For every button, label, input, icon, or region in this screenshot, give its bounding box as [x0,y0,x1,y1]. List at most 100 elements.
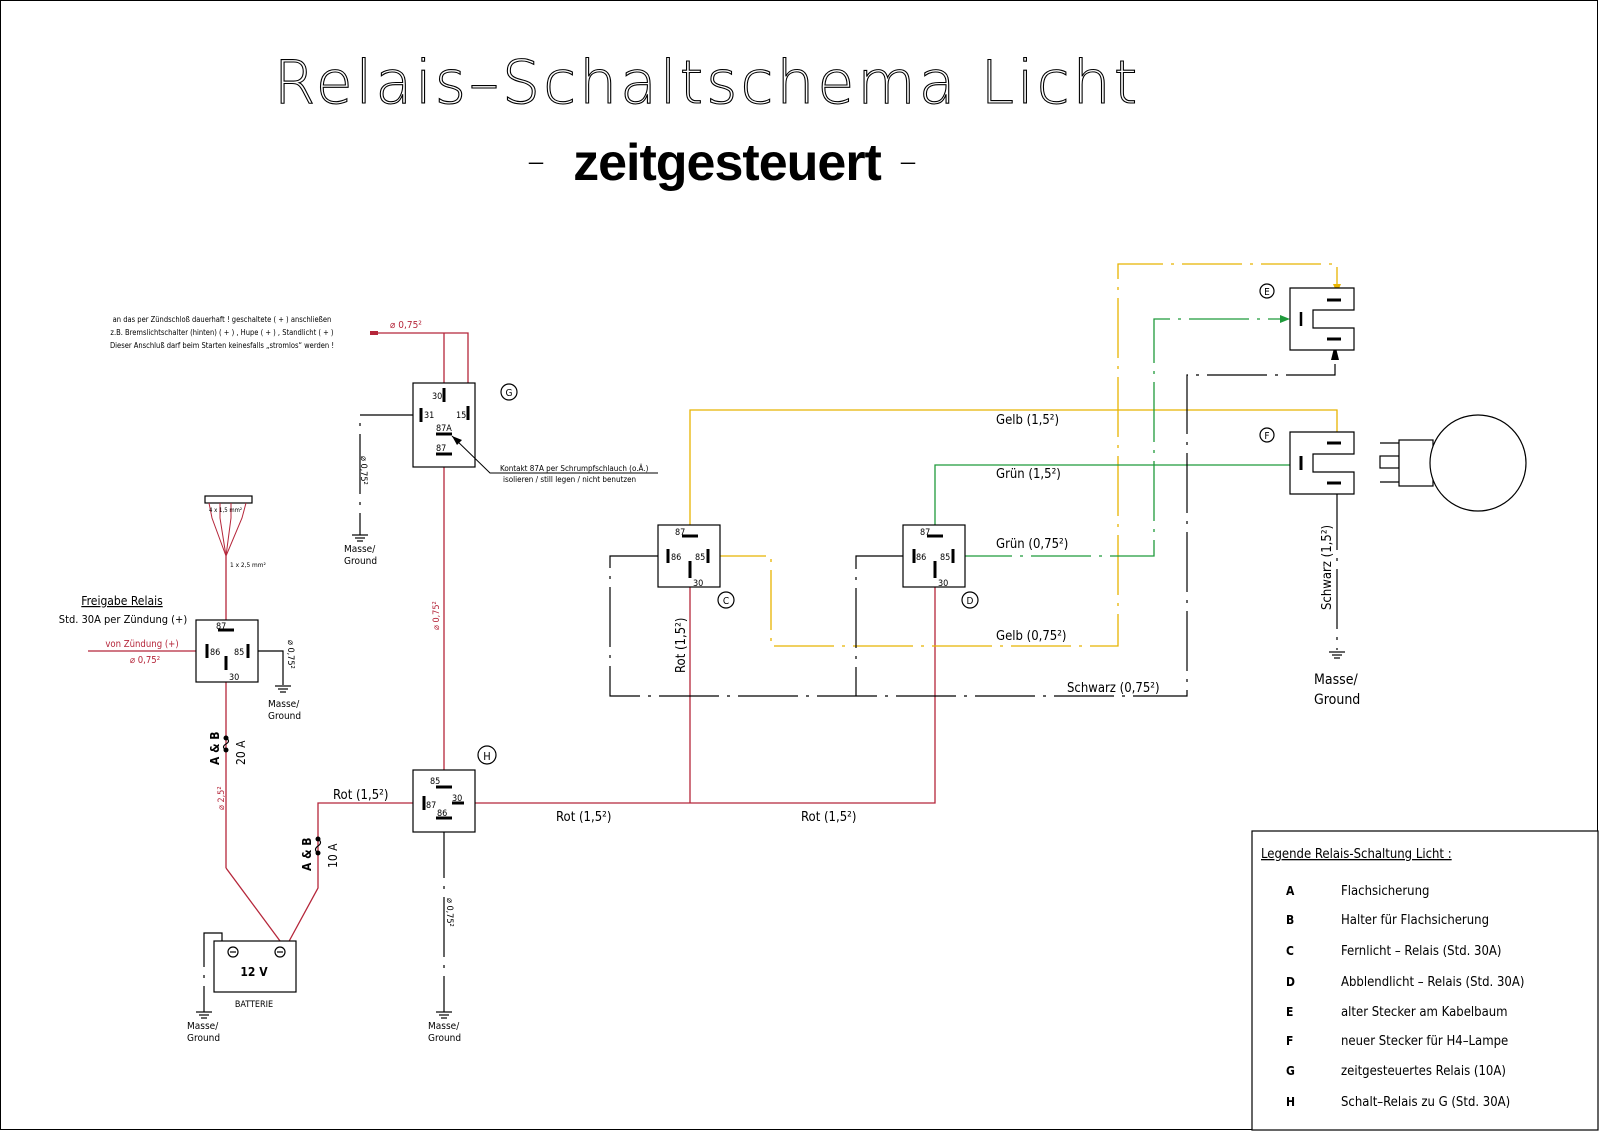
connector-f[interactable] [1289,431,1355,495]
bundle-fan [208,502,247,557]
gelb-075-label: Gelb (0,75²) [996,629,1067,644]
connector-e-id: E [1264,287,1270,298]
connector-e[interactable] [1289,287,1355,351]
freigabe-ground-wire-label: ⌀ 0,75² [285,640,295,669]
freigabe-pin-87: 87 [216,622,226,632]
wire-gruen-15 [934,464,1290,530]
legend-item: H Schalt–Relais zu G (Std. 30A) [1286,1095,1510,1110]
legend-text: zeitgesteuertes Relais (10A) [1341,1064,1506,1079]
masse-label-f: Masse/ [1314,672,1358,688]
freigabe-pin-30: 30 [229,673,239,683]
legend-item: B Halter für Flachsicherung [1286,913,1489,928]
ground-symbol-f [1329,651,1345,659]
fuse-10a[interactable] [314,836,322,856]
title-dash-right: – [899,141,917,182]
ground-labels: Masse/ Ground Masse/ Ground Masse/ Groun… [187,544,1360,1044]
legend-key: H [1286,1095,1295,1109]
relay-c[interactable]: 87 86 85 30 [657,524,721,589]
wire-schwarz-075 [609,350,1336,697]
ground-symbol-g [352,534,368,542]
label-circle-h [477,745,497,765]
freigabe-subtitle: Std. 30A per Zündung (+) [59,613,188,626]
diagram-title: Relais–Schaltschema Licht [274,48,1140,118]
note-87a-arrow [452,436,462,445]
c-pin-30: 30 [693,579,703,589]
gelb-15-label: Gelb (1,5²) [996,413,1059,428]
battery [213,940,297,993]
battery-label: BATTERIE [235,1000,273,1010]
label-circle-e [1259,283,1275,299]
wire-battery-to-h87 [286,802,418,946]
note-87a-leader [451,435,658,474]
legend-text: Abblendlicht – Relais (Std. 30A) [1341,975,1524,990]
note-87a-line-2: isolieren / still legen / nicht benutzen [503,475,636,484]
relay-freigabe[interactable]: 87 86 85 30 [195,619,259,683]
g-pin-30: 30 [432,392,442,402]
connector-f-id: F [1264,431,1269,442]
c-pin-87: 87 [675,528,685,538]
g-ground-wire-label: ⌀ 0,75² [358,456,368,485]
d-pin-86: 86 [916,553,926,563]
legend-text: Flachsicherung [1341,884,1429,899]
legend-key: B [1286,913,1294,927]
wire-battery-ground [203,932,223,1012]
wire-gruen-075 [952,318,1285,557]
g-pin-31: 31 [424,411,434,421]
c-pin-85: 85 [695,553,705,563]
ground-symbol-battery [196,1011,212,1019]
schwarz-075-label: Schwarz (0,75²) [1067,681,1160,696]
d-pin-30: 30 [938,579,948,589]
fuse2-amp-label: 10 A [326,843,340,868]
legend-title: Legende Relais-Schaltung Licht : [1261,847,1452,862]
g-supply-label: ⌀ 0,75² [390,320,422,331]
ground-symbol-freigabe [275,685,291,693]
g-pin-15: 15 [456,411,466,421]
gruen-15-label: Grün (1,5²) [996,467,1061,482]
fuse2-ab-label: A & B [300,837,314,871]
wire-g31-ground [359,414,420,535]
ground-label-freigabe: Ground [268,711,301,722]
wire-end-marker [370,331,378,335]
freigabe-title: Freigabe Relais [81,594,163,608]
wire-gelb-075 [706,263,1338,647]
relay-d[interactable]: 87 86 85 30 [902,524,966,589]
diagram-subtitle: zeitgesteuert [573,134,881,192]
bundle-connector [204,495,253,504]
h4-lamp [1379,414,1527,512]
legend-text: Fernlicht – Relais (Std. 30A) [1341,944,1502,959]
masse-label-h: Masse/ [428,1021,460,1032]
h-ground-wire-label: ⌀ 0,75² [444,898,454,927]
ground-label-f: Ground [1314,692,1360,708]
fuse-20a[interactable] [222,735,230,753]
relay-d-id: D [967,596,974,607]
legend-text: Halter für Flachsicherung [1341,913,1489,928]
relay-c-id: C [723,596,729,607]
wire-d86-ground [855,555,903,696]
arrow-schwarz [1331,344,1339,360]
legend-key: D [1286,975,1295,989]
legend-item: D Abblendlicht – Relais (Std. 30A) [1286,975,1524,990]
wire-freigabe-ground [258,650,284,685]
fuse1-ab-label: A & B [208,731,222,765]
relay-g[interactable]: 30 31 15 87A 87 [412,382,476,468]
freigabe-pin-86: 86 [210,648,220,658]
ground-label-battery: Ground [187,1033,220,1044]
freigabe-pin-85: 85 [234,648,244,658]
von-zuendung-label: von Zündung (+) [105,639,178,650]
g-pin-87: 87 [436,444,446,454]
battery-voltage: 12 V [240,965,268,979]
relay-h[interactable]: 85 87 30 86 [412,769,476,833]
note-87a-line-1: Kontakt 87A per Schrumpfschlauch (o.Ä.) [500,463,649,473]
masse-label-battery: Masse/ [187,1021,219,1032]
ground-symbol-h [436,1011,452,1019]
rot-c-vertical-label: Rot (1,5²) [674,618,689,673]
legend-box [1251,830,1599,1131]
ground-label-h: Ground [428,1033,461,1044]
legend-text: Schalt–Relais zu G (Std. 30A) [1341,1095,1510,1110]
bundle-out-label: 1 x 2,5 mm² [230,561,266,569]
